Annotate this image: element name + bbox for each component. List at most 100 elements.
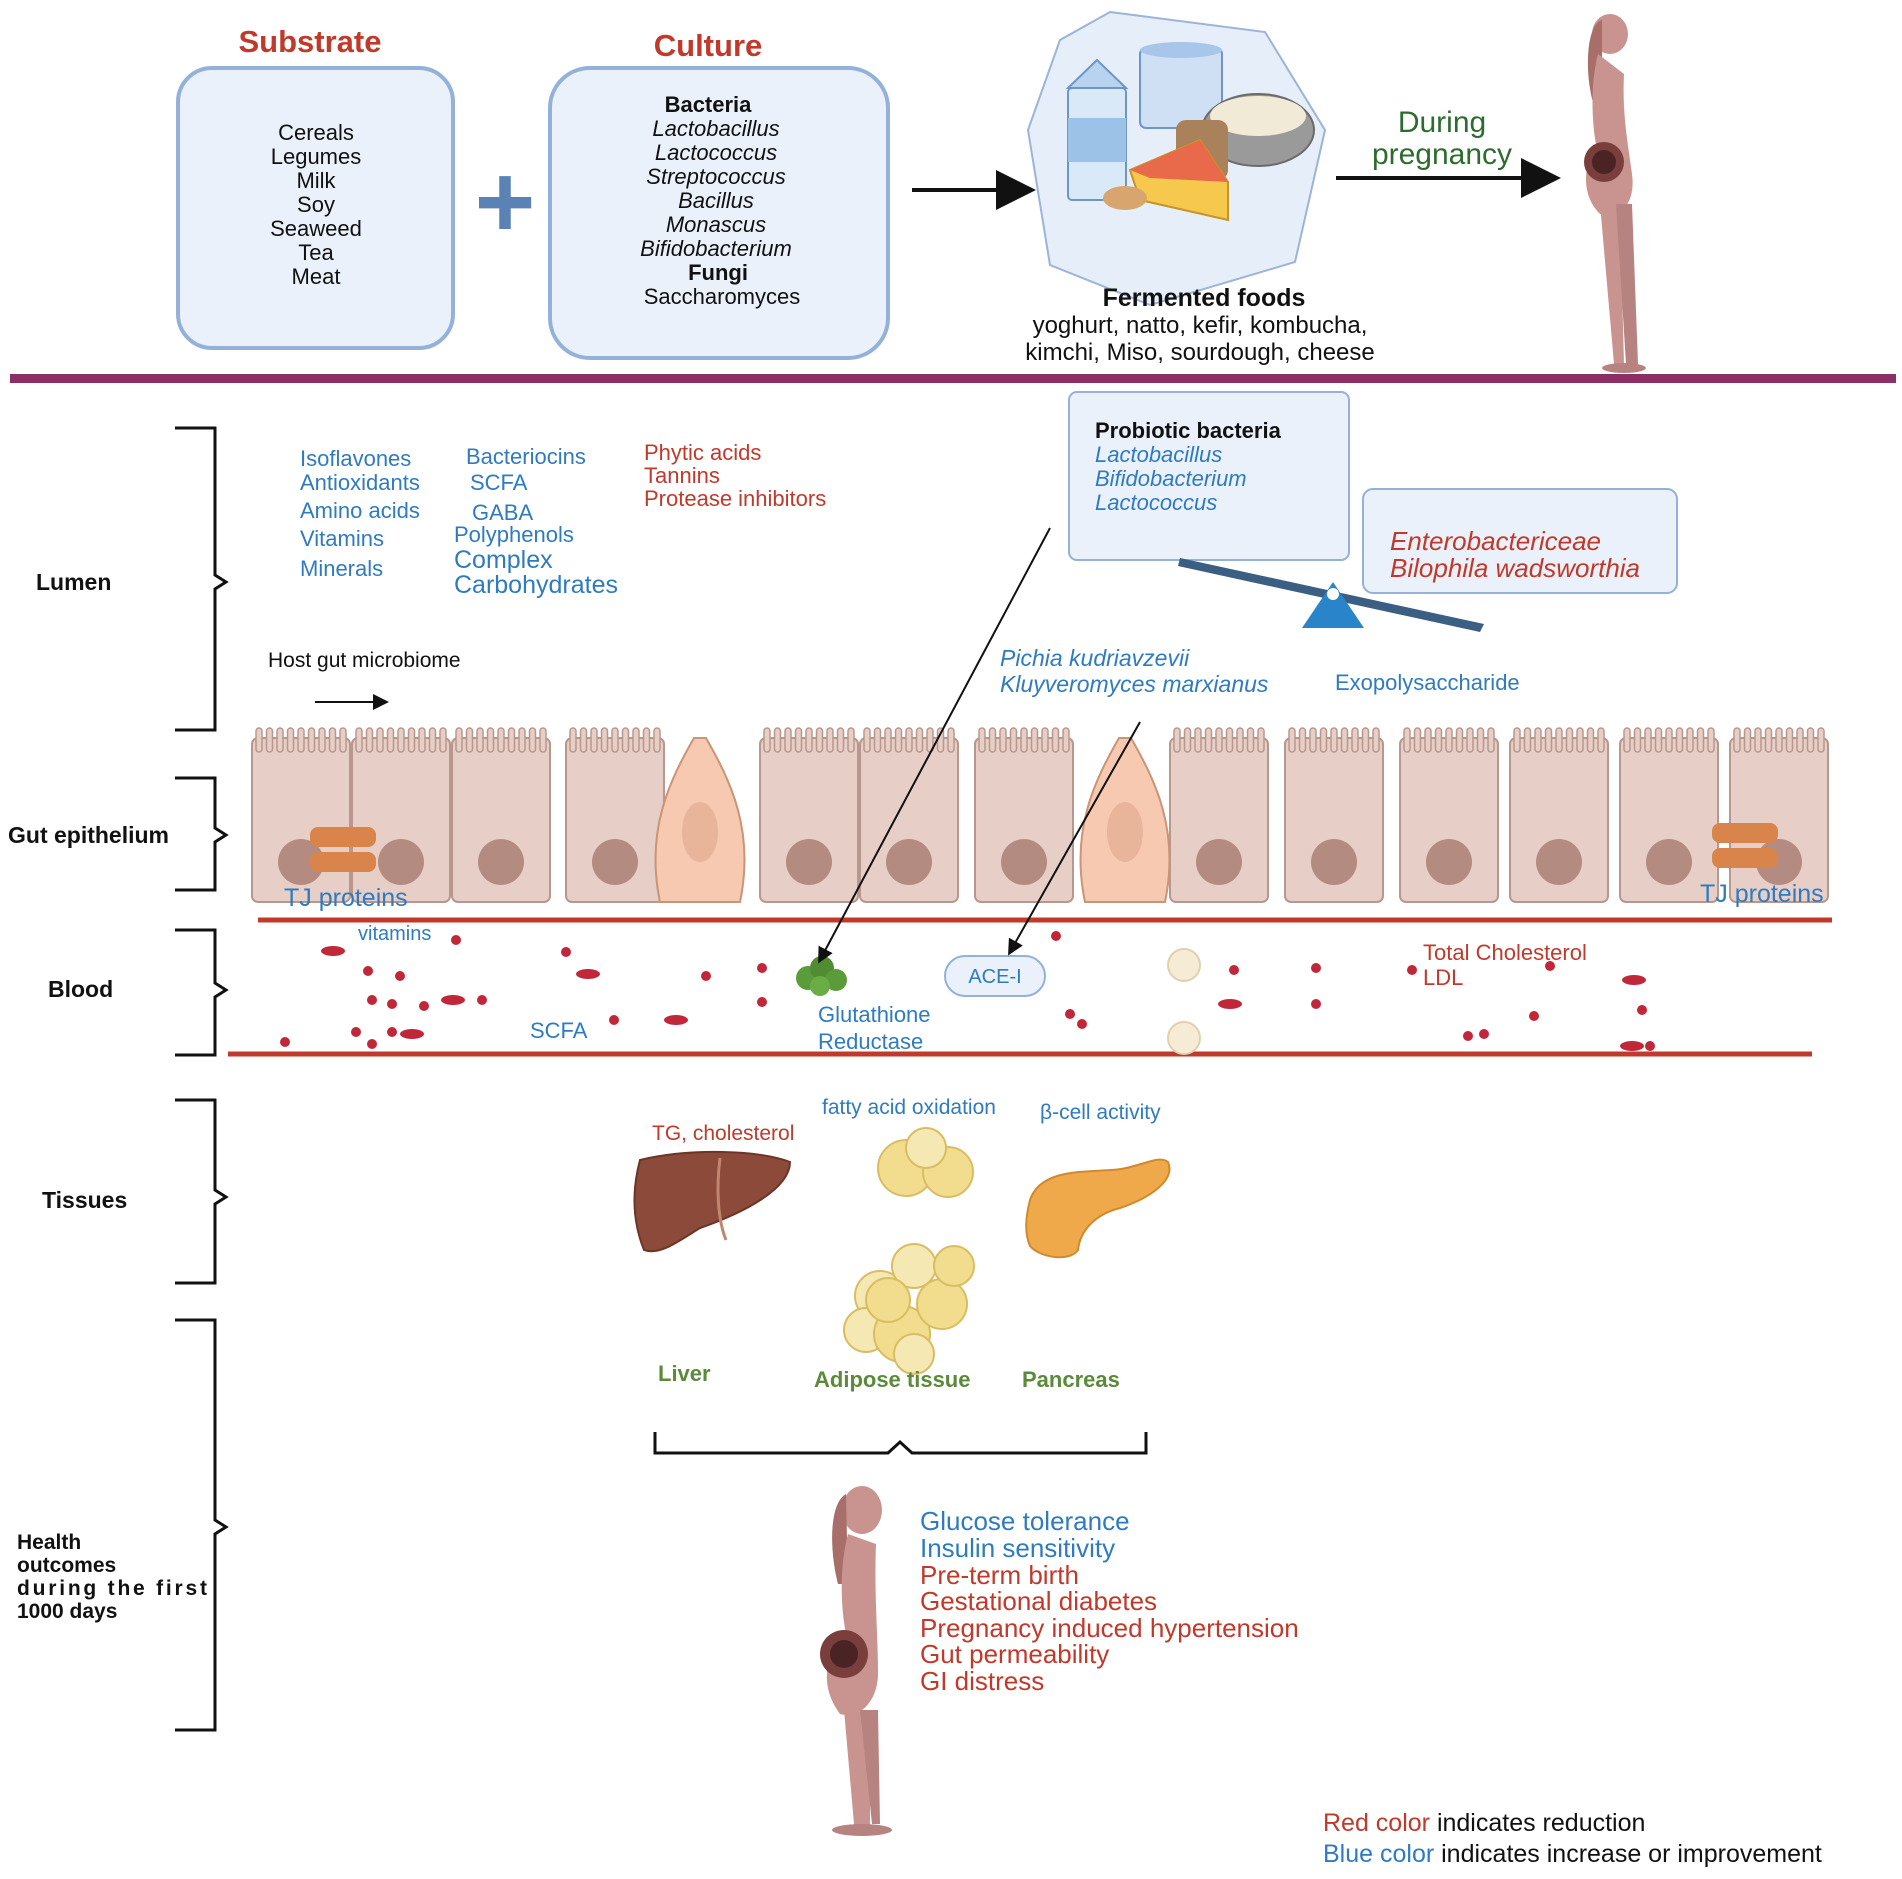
- red-blood-cell: [757, 997, 767, 1007]
- microvillus: [307, 727, 316, 753]
- microvillus: [1372, 727, 1380, 753]
- microvillus: [1544, 727, 1553, 753]
- microvillus: [1806, 727, 1815, 753]
- microvillus: [1403, 727, 1411, 753]
- substrate-item: Cereals: [278, 120, 354, 145]
- microvillus: [1236, 727, 1244, 753]
- microvillus: [339, 727, 347, 753]
- microvillus: [611, 727, 619, 753]
- legend-red-text: indicates reduction: [1430, 1809, 1645, 1837]
- microvillus: [1586, 727, 1595, 753]
- microvillus: [1330, 727, 1338, 753]
- microvillus: [476, 727, 484, 753]
- outcome-reduced: Pre-term birth: [920, 1560, 1079, 1590]
- lumen-item: Amino acids: [300, 498, 420, 523]
- microvillus: [1576, 727, 1584, 753]
- outcome-improved: Insulin sensitivity: [920, 1533, 1115, 1563]
- fermented-foods-examples: yoghurt, natto, kefir, kombucha,: [1033, 312, 1368, 339]
- cell-nucleus: [1536, 839, 1582, 885]
- microvillus: [1817, 727, 1825, 753]
- microvillus: [407, 727, 416, 753]
- legend-increase: Blue color indicates increase or improve…: [1323, 1840, 1822, 1868]
- legend-red-word: Red color: [1323, 1809, 1430, 1837]
- glutathione-label: Glutathione: [818, 1002, 931, 1027]
- microvillus: [318, 727, 326, 753]
- red-blood-cell: [400, 1029, 424, 1039]
- microvillus: [1707, 727, 1715, 753]
- microvillus: [1523, 727, 1532, 753]
- probiotic-heading: Probiotic bacteria: [1095, 418, 1282, 443]
- red-blood-cell: [477, 995, 487, 1005]
- microvillus: [497, 727, 505, 753]
- red-blood-cell: [367, 1039, 377, 1049]
- microvillus: [1298, 727, 1307, 753]
- probiotic-box: [1068, 391, 1350, 561]
- red-blood-cell: [561, 947, 571, 957]
- microvillus: [590, 727, 598, 753]
- red-blood-cell: [1529, 1011, 1539, 1021]
- ace-inhibitor-badge: [944, 955, 1046, 997]
- yeast-item: Kluyveromyces marxianus: [1000, 671, 1269, 697]
- microvillus: [1173, 727, 1181, 753]
- microvillus: [988, 727, 997, 753]
- host-microbiome-label: Host gut microbiome: [268, 649, 461, 672]
- fermented-foods-title: Fermented foods: [1103, 284, 1306, 312]
- microvillus: [376, 727, 384, 753]
- tight-junction-icon: [310, 827, 376, 847]
- red-blood-cell: [1311, 999, 1321, 1009]
- microvillus: [1455, 727, 1464, 753]
- microvillus: [836, 727, 845, 753]
- tissues-brace: [653, 1432, 1148, 1455]
- culture-item: Bacillus: [678, 188, 754, 213]
- microvillus: [276, 727, 284, 753]
- cholesterol-particle-icon: [1167, 948, 1201, 982]
- culture-item: Monascus: [666, 212, 766, 237]
- fermented-foods-examples: kimchi, Miso, sourdough, cheese: [1025, 339, 1375, 366]
- microvillus: [328, 727, 337, 753]
- cholesterol-label: Total Cholesterol: [1423, 940, 1587, 965]
- pregnancy-label: pregnancy: [1372, 138, 1512, 171]
- cell-nucleus: [886, 839, 932, 885]
- microvillus: [1796, 727, 1804, 753]
- microvillus: [1565, 727, 1574, 753]
- microvillus: [1487, 727, 1495, 753]
- culture-item: Saccharomyces: [644, 284, 801, 309]
- microvillus: [1696, 727, 1705, 753]
- row-label-health: 1000 days: [17, 1600, 117, 1623]
- balance-scale-icon: [1178, 558, 1484, 632]
- microvillus: [1319, 727, 1328, 753]
- tissue-label-adipose: Adipose tissue: [814, 1367, 970, 1392]
- microvillus: [1754, 727, 1762, 753]
- microvillus: [486, 727, 495, 753]
- microvillus: [1445, 727, 1453, 753]
- microvillus: [1534, 727, 1542, 753]
- pregnant-woman-icon: [820, 1486, 892, 1836]
- microvillus: [773, 727, 782, 753]
- red-blood-cell: [1229, 965, 1239, 975]
- blood-scfa: SCFA: [530, 1018, 588, 1043]
- microvillus: [978, 727, 986, 753]
- substrate-item: Meat: [292, 264, 341, 289]
- microvillus: [579, 727, 588, 753]
- probiotic-arrow: [818, 527, 1051, 964]
- microvillus: [397, 727, 405, 753]
- microvillus: [999, 727, 1007, 753]
- probiotic-item: Lactobacillus: [1095, 442, 1222, 467]
- lumen-item: Carbohydrates: [454, 571, 618, 599]
- outcome-reduced: Gut permeability: [920, 1639, 1109, 1669]
- substrate-item: Legumes: [271, 144, 362, 169]
- microvillus: [1466, 727, 1474, 753]
- microvillus: [600, 727, 609, 753]
- pathobiont-item: Bilophila wadsworthia: [1390, 553, 1640, 583]
- lumen-item: Bacteriocins: [466, 444, 586, 469]
- cholesterol-particle-icon: [1167, 1021, 1201, 1055]
- red-blood-cell: [1622, 975, 1646, 985]
- microvillus: [763, 727, 771, 753]
- microvillus: [1041, 727, 1049, 753]
- microvillus: [863, 727, 871, 753]
- cell-nucleus: [478, 839, 524, 885]
- red-blood-cell: [1218, 999, 1242, 1009]
- legend-blue-word: Blue color: [1323, 1840, 1434, 1868]
- red-blood-cell: [321, 946, 345, 956]
